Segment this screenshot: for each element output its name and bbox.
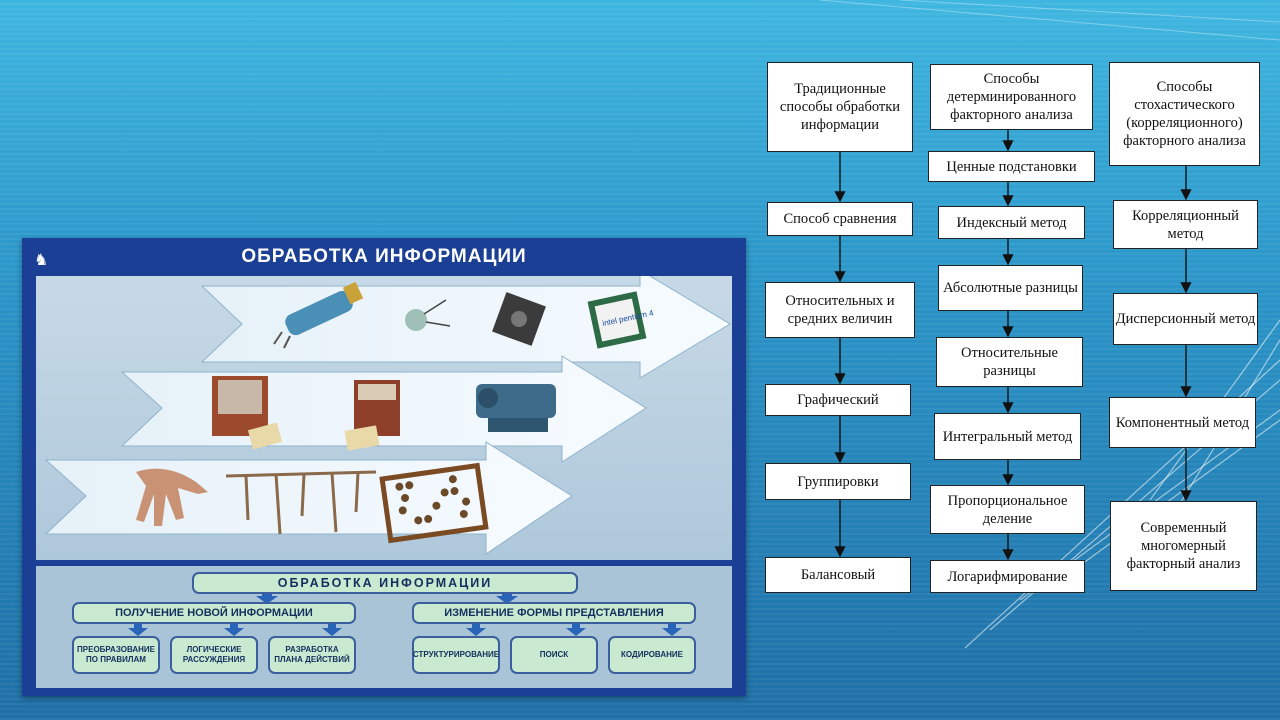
flow-box-balance: Балансовый	[765, 557, 911, 593]
arrow-panel: intel pentium 4	[36, 269, 732, 560]
vacuum-tube-icon	[273, 281, 364, 349]
flow-box-correlation-method: Корреляционный метод	[1113, 200, 1258, 249]
flow-box-component-method: Компонентный метод	[1109, 397, 1256, 448]
processor-chip-icon	[492, 292, 546, 346]
arrow-bottom	[44, 441, 573, 555]
scheme-right-item: КОДИРОВАНИЕ	[608, 636, 696, 674]
flow-box-grouping: Группировки	[765, 463, 911, 500]
scheme-left-branch: ПОЛУЧЕНИЕ НОВОЙ ИНФОРМАЦИИ	[72, 602, 356, 624]
flow-box-relative-average: Относительных и средних величин	[765, 282, 915, 338]
arrows-illustration: intel pentium 4	[44, 269, 731, 555]
scheme-left-item: ПРЕОБРАЗОВАНИЕ ПО ПРАВИЛАМ	[72, 636, 160, 674]
flow-box-deterministic-methods: Способы детерминированного факторного ан…	[930, 64, 1093, 130]
scheme-right-item: СТРУКТУРИРОВАНИЕ	[412, 636, 500, 674]
flow-box-proportional-division: Пропорциональное деление	[930, 485, 1085, 534]
flow-box-comparison: Способ сравнения	[767, 202, 913, 236]
poster-image: ♞ ОБРАБОТКА ИНФОРМАЦИИ	[22, 238, 746, 696]
arrow-top	[200, 269, 731, 379]
scheme-right-item: ПОИСК	[510, 636, 598, 674]
scheme-left-item: РАЗРАБОТКА ПЛАНА ДЕЙСТВИЙ	[268, 636, 356, 674]
scheme-left-item: ЛОГИЧЕСКИЕ РАССУЖДЕНИЯ	[170, 636, 258, 674]
flow-box-dispersion-method: Дисперсионный метод	[1113, 293, 1258, 345]
intel-pentium-chip-icon: intel pentium 4	[587, 291, 655, 349]
transistor-icon	[405, 299, 451, 331]
abacus-icon	[379, 462, 489, 544]
scheme-main-pill: ОБРАБОТКА ИНФОРМАЦИИ	[192, 572, 578, 594]
flow-box-logarithm: Логарифмирование	[930, 560, 1085, 593]
flow-box-absolute-differences: Абсолютные разницы	[938, 265, 1083, 311]
tabulator-icon	[344, 380, 400, 451]
flow-box-stochastic-methods: Способы стохастического (корреляционного…	[1109, 62, 1260, 166]
arithmometer-icon	[476, 384, 556, 432]
flow-box-traditional-methods: Традиционные способы обработки информаци…	[767, 62, 913, 152]
flow-box-relative-differences: Относительные разницы	[936, 337, 1083, 387]
flow-box-multivariate-analysis: Современный многомерный факторный анализ	[1110, 501, 1257, 591]
flow-box-chain-substitution: Ценные подстановки	[928, 151, 1095, 182]
flow-box-graphic: Графический	[765, 384, 911, 416]
poster-title: ОБРАБОТКА ИНФОРМАЦИИ	[241, 246, 527, 267]
flow-box-integral-method: Интегральный метод	[934, 413, 1081, 460]
figure-icon: ♞	[34, 252, 49, 269]
scheme-arrows	[128, 592, 682, 636]
mechanical-machine-icon	[212, 376, 283, 450]
hand-icon	[136, 468, 208, 526]
scheme-right-branch: ИЗМЕНЕНИЕ ФОРМЫ ПРЕДСТАВЛЕНИЯ	[412, 602, 696, 624]
scheme-panel: ОБРАБОТКА ИНФОРМАЦИИ ПОЛУЧЕНИЕ НОВОЙ ИНФ…	[36, 566, 732, 688]
flow-box-index-method: Индексный метод	[938, 206, 1085, 239]
knot-rope-icon	[225, 470, 377, 535]
